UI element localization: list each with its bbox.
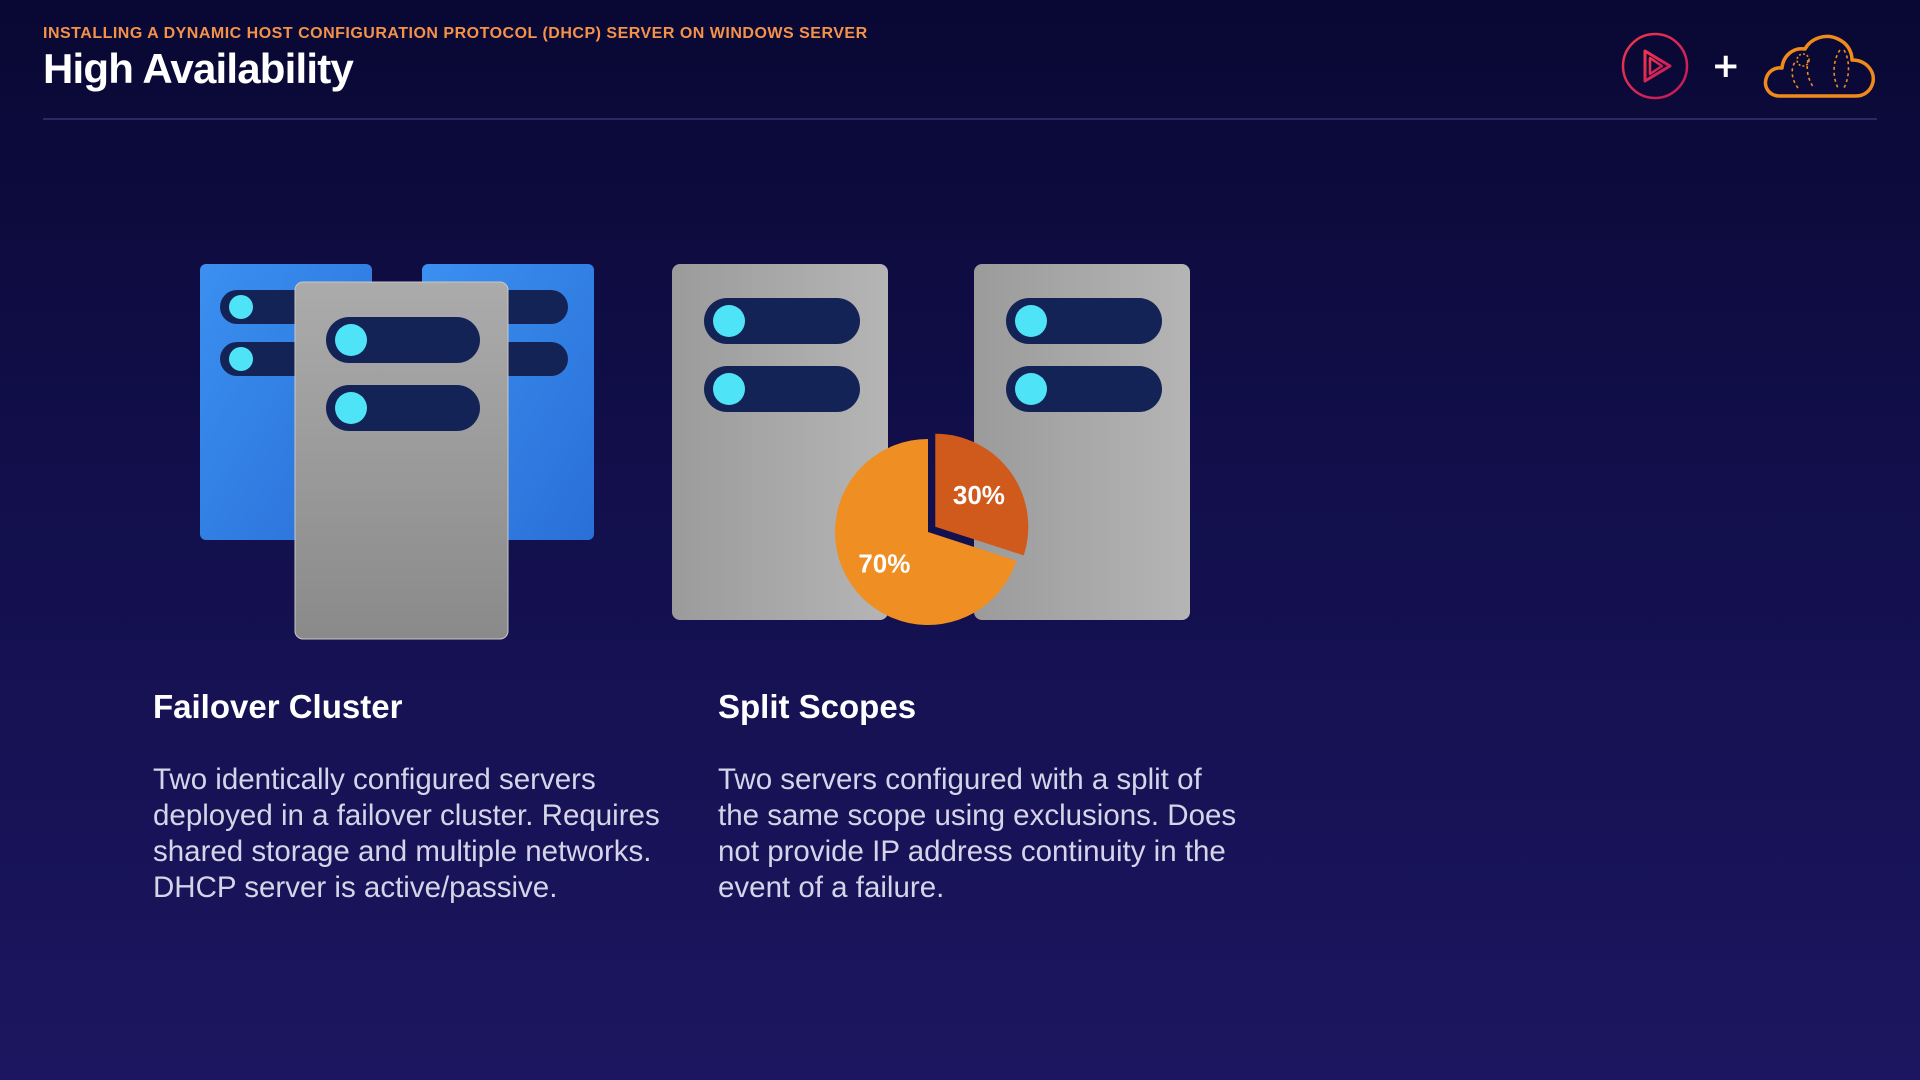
pie-slice-major-label: 70% bbox=[858, 549, 910, 579]
failover-cluster-section: Failover Cluster Two identically configu… bbox=[153, 688, 673, 906]
course-kicker: INSTALLING A DYNAMIC HOST CONFIGURATION … bbox=[43, 25, 868, 42]
header-divider bbox=[43, 118, 1877, 120]
split-scopes-illustration: 70% 30% bbox=[672, 264, 1190, 625]
pie-slice-minor-label: 30% bbox=[953, 480, 1005, 510]
failover-cluster-description: Two identically configured servers deplo… bbox=[153, 763, 660, 904]
failover-cluster-illustration bbox=[200, 264, 594, 640]
pie-slice-major bbox=[835, 439, 1017, 625]
split-scopes-title: Split Scopes bbox=[718, 688, 917, 725]
scope-split-pie-chart: 70% 30% bbox=[835, 433, 1029, 625]
brand-lockup: + bbox=[1620, 30, 1879, 102]
plus-sign: + bbox=[1711, 46, 1741, 86]
server-gray-front bbox=[294, 281, 509, 640]
server-gray-left bbox=[672, 264, 888, 620]
page-title: High Availability bbox=[43, 45, 354, 92]
play-logo-icon bbox=[1621, 32, 1688, 100]
header: INSTALLING A DYNAMIC HOST CONFIGURATION … bbox=[43, 25, 868, 93]
failover-cluster-title: Failover Cluster bbox=[153, 688, 403, 725]
cloud-icon bbox=[1763, 34, 1875, 98]
pie-slice-minor bbox=[935, 433, 1029, 556]
split-scopes-section: Split Scopes Two servers configured with… bbox=[718, 688, 1238, 906]
split-scopes-description: Two servers configured with a split of t… bbox=[718, 763, 1237, 904]
